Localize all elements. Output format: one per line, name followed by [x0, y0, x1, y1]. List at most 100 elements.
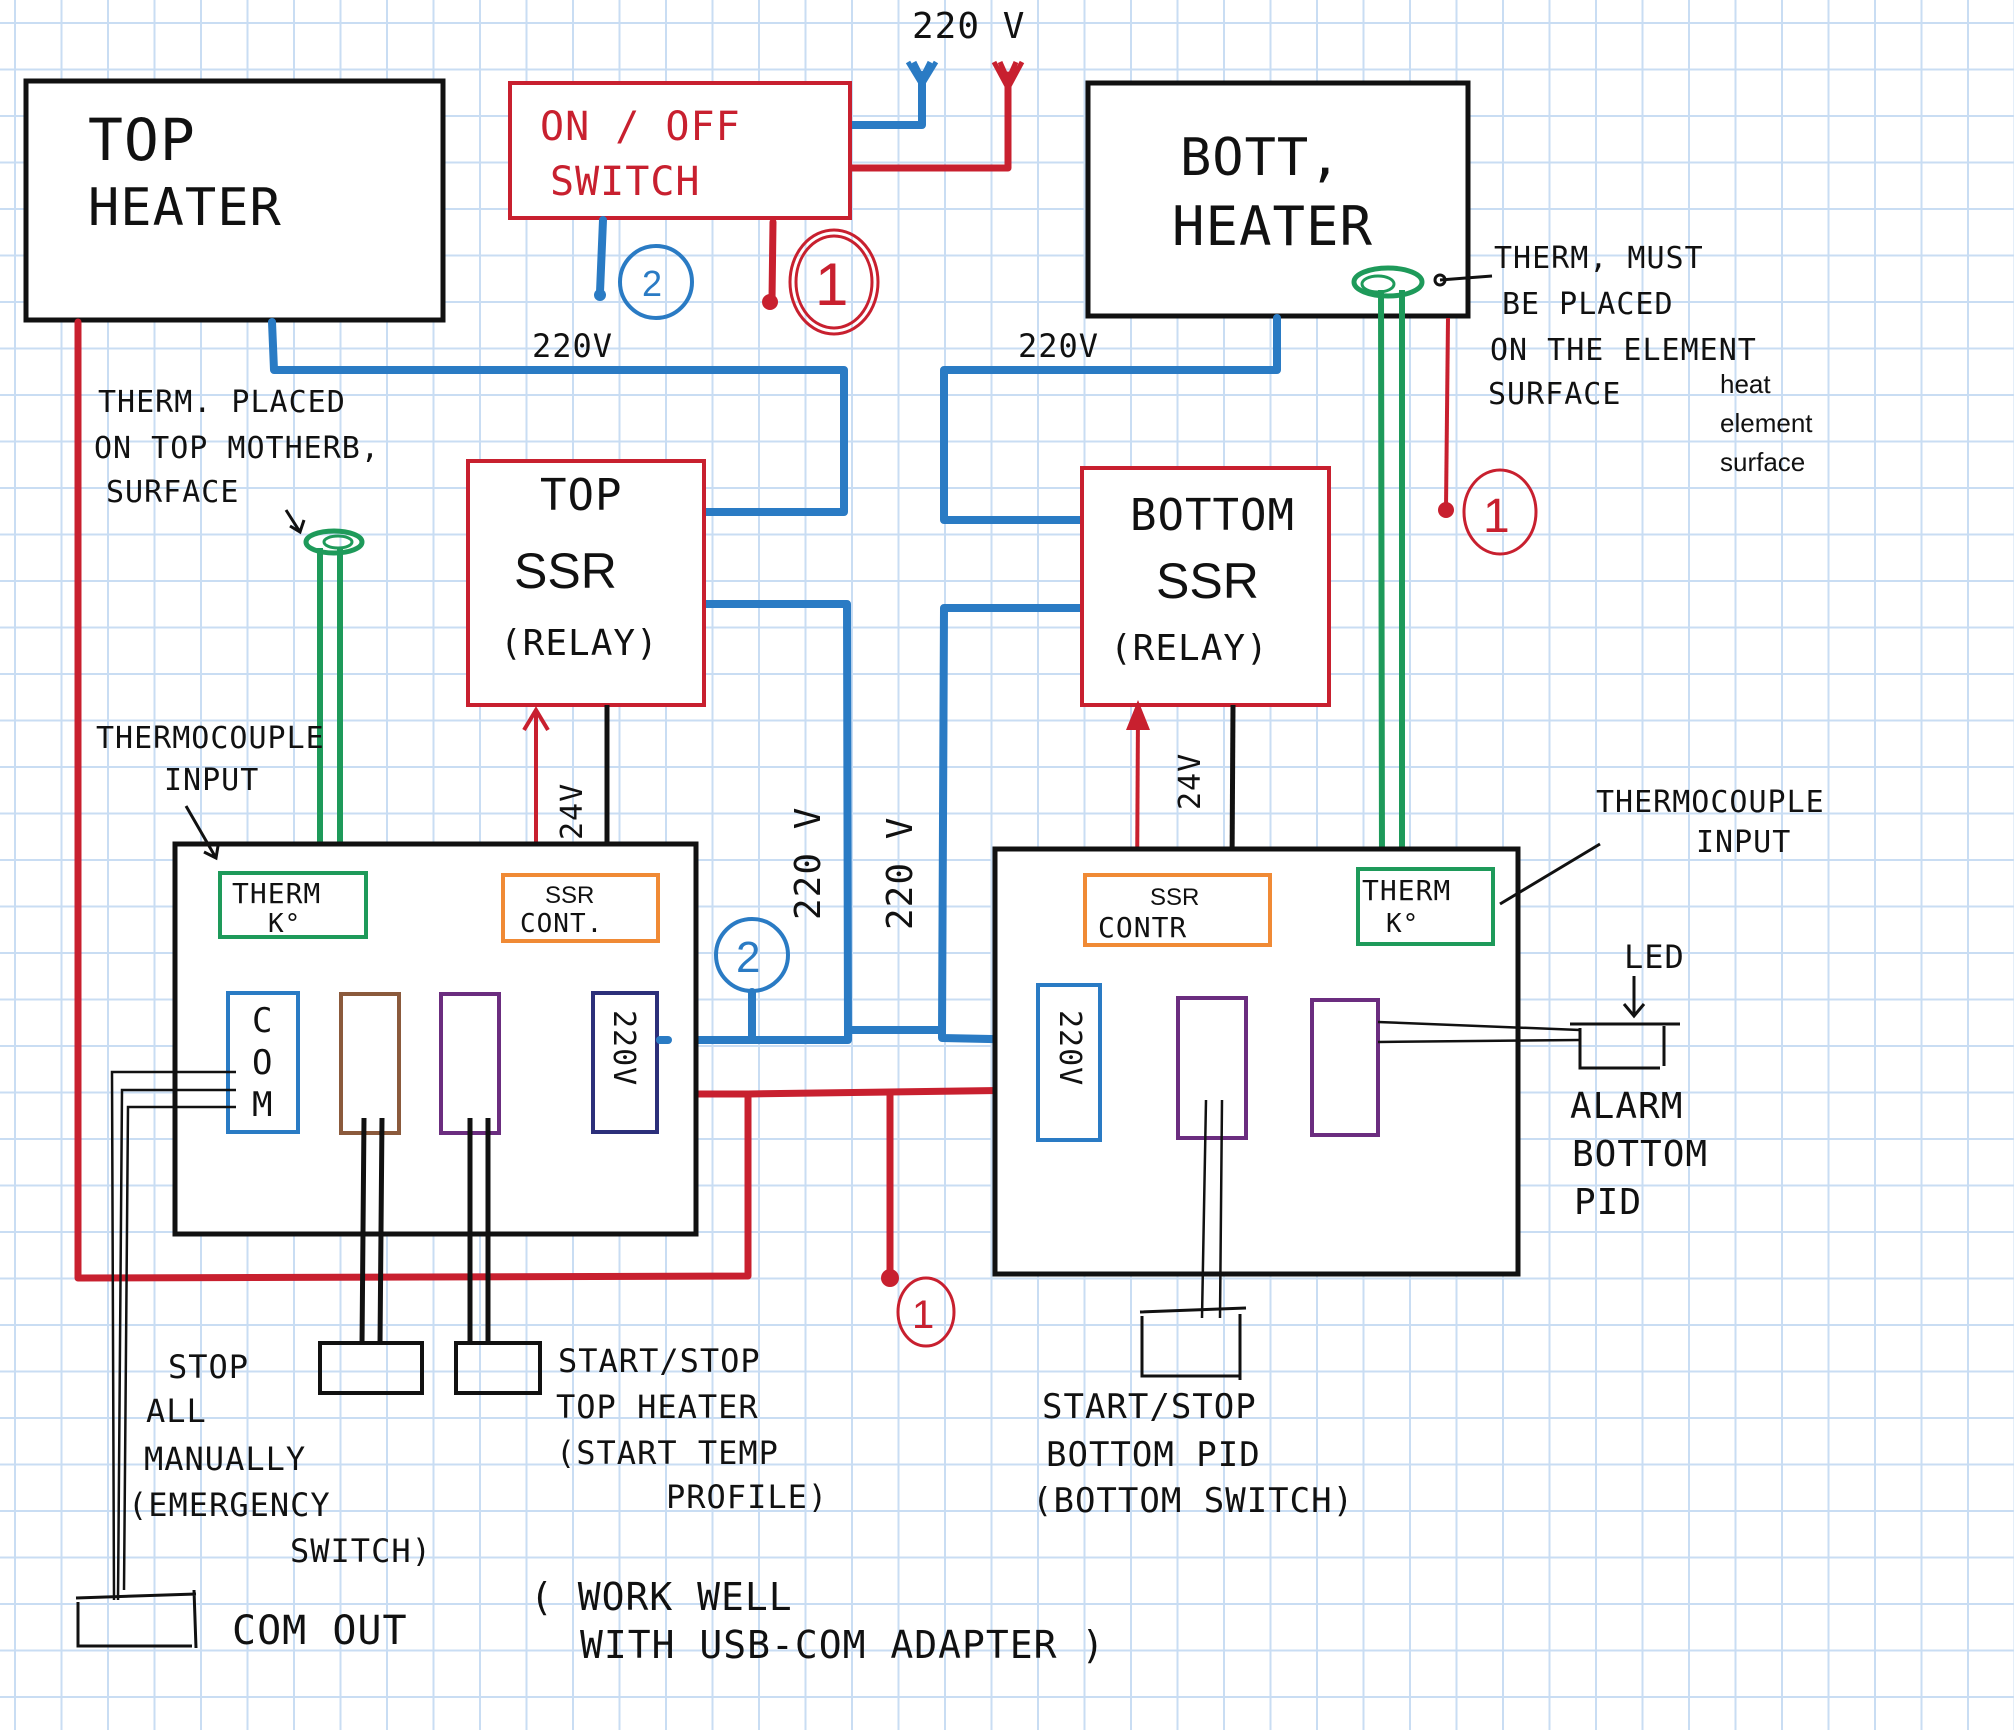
svg-text:START/STOP: START/STOP: [558, 1342, 761, 1380]
vertical-right-220v-label: 220 V: [880, 817, 921, 930]
top-ssr-24v-label: 24V: [555, 783, 590, 840]
svg-text:surface: surface: [1720, 447, 1805, 477]
svg-text:1: 1: [912, 1293, 934, 1337]
marker-1-top: 1: [788, 228, 880, 336]
mains-neutral-plug-icon: [841, 60, 939, 129]
top-pid-controller: THERM K° SSR CONT. C O M 220V: [172, 841, 699, 1237]
svg-text:C: C: [252, 1001, 273, 1041]
bottom-therm-arrow-icon: [1439, 274, 1493, 282]
svg-text:K°: K°: [268, 909, 301, 939]
tc-input-left-arrow-icon: [184, 805, 220, 861]
com-out-note-line1: ( WORK WELL: [530, 1575, 793, 1619]
top-pid-com-terminal: C O M: [226, 991, 300, 1134]
svg-text:TOP HEATER: TOP HEATER: [556, 1388, 759, 1426]
marker-2-bus: 2: [714, 917, 790, 993]
svg-text:THERMOCOUPLE: THERMOCOUPLE: [1596, 785, 1825, 820]
com-out-label: COM OUT: [232, 1608, 408, 1654]
svg-text:START/STOP: START/STOP: [1042, 1387, 1257, 1427]
svg-text:ALL: ALL: [146, 1392, 207, 1430]
svg-text:STOP: STOP: [168, 1348, 249, 1386]
top-heater: TOP HEATER: [23, 78, 446, 323]
led-label: LED: [1624, 938, 1685, 976]
bottom-heater: BOTT, HEATER: [1085, 80, 1471, 319]
alarm-led: LED ALARM BOTTOM PID: [1377, 938, 1708, 1223]
mains-voltage-label: 220 V: [912, 6, 1025, 47]
bottom-pid-power-terminal: 220V: [1036, 983, 1102, 1142]
top-pid-stop-all-terminal: [339, 992, 401, 1135]
switch-label-line1: ON / OFF: [540, 104, 741, 150]
live-terminal-dot-right: [1438, 502, 1454, 518]
live-terminal-dot-bottom: [881, 1269, 899, 1287]
svg-text:MANUALLY: MANUALLY: [144, 1440, 306, 1478]
bottom-ssr-label-line3: (RELAY): [1110, 628, 1269, 669]
bottom-therm-annotation: THERM, MUST BE PLACED ON THE ELEMENT SUR…: [1433, 241, 1813, 477]
stop-all-switch[interactable]: [318, 1341, 424, 1395]
bottom-heater-label-line2: HEATER: [1172, 195, 1373, 258]
svg-text:1: 1: [1483, 490, 1510, 543]
top-ssr-label-line1: TOP: [540, 470, 622, 521]
svg-text:THERM: THERM: [232, 877, 321, 910]
top-ssr-label-line2: SSR: [514, 543, 617, 599]
top-thermocouple-probe-icon: [303, 528, 365, 556]
svg-text:(START TEMP: (START TEMP: [556, 1434, 779, 1472]
svg-text:SURFACE: SURFACE: [1488, 377, 1621, 412]
svg-text:ON THE ELEMENT: ON THE ELEMENT: [1490, 333, 1757, 368]
top-therm-annotation: THERM. PLACED ON TOP MOTHERB, SURFACE: [94, 385, 380, 535]
top-heater-label-line1: TOP: [88, 106, 196, 174]
led-icon: [1570, 1022, 1680, 1070]
svg-text:M: M: [252, 1085, 273, 1125]
led-arrow-icon: [1622, 976, 1646, 1019]
svg-text:THERM, MUST: THERM, MUST: [1494, 241, 1704, 276]
bottom-ssr-label-line1: BOTTOM: [1130, 490, 1295, 541]
top-heater-label-line2: HEATER: [88, 178, 282, 238]
svg-text:K°: K°: [1386, 909, 1419, 939]
tc-input-right-annotation: THERMOCOUPLE INPUT: [1499, 785, 1825, 906]
svg-text:THERM. PLACED: THERM. PLACED: [98, 385, 346, 420]
marker-2-top: 2: [618, 244, 694, 320]
svg-text:element: element: [1720, 408, 1813, 438]
top-pid-therm-terminal: THERM K°: [218, 871, 368, 939]
com-out-port-icon[interactable]: [75, 1589, 198, 1649]
top-ssr-label-line3: (RELAY): [500, 623, 659, 664]
bottom-pid-therm-terminal: THERM K°: [1356, 867, 1495, 946]
svg-text:ON TOP MOTHERB,: ON TOP MOTHERB,: [94, 431, 380, 466]
neutral-terminal-dot: [594, 289, 606, 301]
bottom-heater-label-line1: BOTT,: [1180, 128, 1342, 188]
svg-text:2: 2: [642, 263, 662, 304]
start-top-switch[interactable]: [454, 1341, 542, 1395]
svg-text:BOTTOM PID: BOTTOM PID: [1046, 1435, 1261, 1475]
svg-text:THERMOCOUPLE: THERMOCOUPLE: [96, 721, 325, 756]
svg-text:PROFILE): PROFILE): [666, 1478, 828, 1516]
top-therm-arrow-icon: [284, 509, 306, 535]
bottom-pid-controller: SSR CONTR THERM K° 220V: [992, 846, 1521, 1277]
live-terminal-dot: [762, 294, 778, 310]
switch-label-line2: SWITCH: [550, 159, 701, 205]
on-off-switch[interactable]: ON / OFF SWITCH: [508, 81, 852, 220]
marker-1-right: 1: [1462, 468, 1538, 556]
top-pid-ssr-terminal: SSR CONT.: [501, 873, 660, 943]
svg-text:CONT.: CONT.: [520, 909, 603, 939]
bottom-pid-ssr-terminal: SSR CONTR: [1083, 873, 1272, 947]
svg-text:O: O: [252, 1043, 273, 1083]
svg-text:(BOTTOM SWITCH): (BOTTOM SWITCH): [1032, 1481, 1354, 1521]
tc-input-left-annotation: THERMOCOUPLE INPUT: [96, 721, 325, 861]
svg-text:BOTTOM: BOTTOM: [1572, 1134, 1708, 1175]
top-pid-power-terminal: 220V: [591, 991, 659, 1134]
marker-1-bottom: 1: [896, 1276, 956, 1348]
bottom-pid-start-terminal: [1176, 996, 1248, 1140]
com-out-note-line2: WITH USB-COM ADAPTER ): [580, 1623, 1105, 1667]
svg-text:CONTR: CONTR: [1098, 911, 1187, 944]
mains-live-plug-icon: [848, 60, 1025, 172]
bottom-ssr-relay: BOTTOM SSR (RELAY): [1080, 466, 1331, 707]
svg-text:220V: 220V: [606, 1010, 641, 1086]
bottom-heater-feed-label: 220V: [1018, 327, 1099, 365]
start-top-label: START/STOP TOP HEATER (START TEMP PROFIL…: [556, 1342, 828, 1516]
svg-text:SSR: SSR: [1150, 884, 1199, 911]
svg-text:SSR: SSR: [545, 882, 594, 909]
svg-text:BE PLACED: BE PLACED: [1502, 287, 1674, 322]
bottom-thermocouple-probe-icon: [1351, 265, 1425, 299]
start-bottom-switch[interactable]: [1139, 1306, 1247, 1380]
svg-text:INPUT: INPUT: [1696, 825, 1791, 860]
start-bottom-label: START/STOP BOTTOM PID (BOTTOM SWITCH): [1032, 1387, 1354, 1521]
svg-text:heat: heat: [1720, 369, 1771, 399]
